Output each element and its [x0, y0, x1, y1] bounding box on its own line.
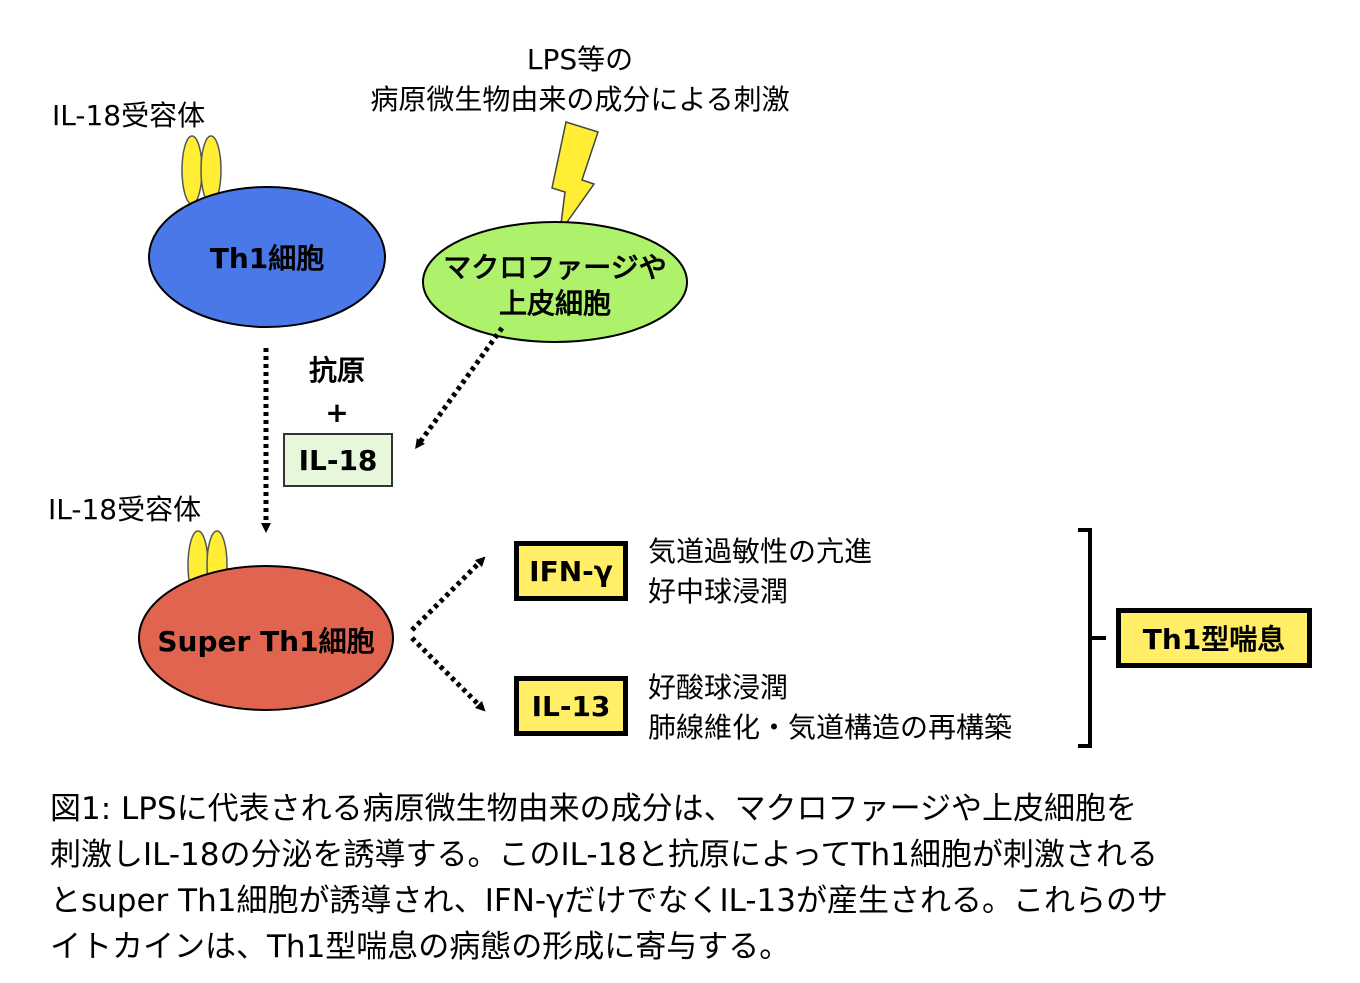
macrophage-line1: マクロファージや	[443, 251, 667, 284]
stimulus-line1: LPS等の	[526, 43, 634, 76]
stimulus-label: LPS等の 病原微生物由来の成分による刺激	[340, 38, 820, 118]
arrow-super-to-ifn	[410, 556, 486, 632]
caption-line3: とsuper Th1細胞が誘導され、IFN-γだけでなくIL-13が産生される。…	[50, 883, 1168, 919]
arrow-macrophage-to-il18	[415, 326, 505, 450]
ifn-effect1: 気道過敏性の亢進	[648, 535, 873, 568]
il13-effects: 好酸球浸潤 肺線維化・気道構造の再構築	[648, 668, 1012, 748]
ifn-effects: 気道過敏性の亢進 好中球浸潤	[648, 532, 872, 612]
caption-line4: イトカインは、Th1型喘息の病態の形成に寄与する。	[50, 929, 791, 965]
caption-line1: 図1: LPSに代表される病原微生物由来の成分は、マクロファージや上皮細胞を	[50, 791, 1138, 827]
receptor-bottom-label: IL-18受容体	[48, 493, 202, 526]
stimulus-line2: 病原微生物由来の成分による刺激	[370, 83, 790, 116]
antigen-label: 抗原 +	[300, 350, 374, 434]
macrophage-label: マクロファージや 上皮細胞	[430, 250, 680, 322]
ifn-gamma-box: IFN-γ	[514, 541, 628, 601]
il13-box: IL-13	[514, 676, 628, 736]
th1-asthma-box: Th1型喘息	[1116, 608, 1312, 668]
caption-line2: 刺激しIL-18の分泌を誘導する。このIL-18と抗原によってTh1細胞が刺激さ…	[50, 837, 1158, 873]
il18-receptor-top-icon	[181, 135, 222, 205]
il13-effect2: 肺線維化・気道構造の再構築	[648, 711, 1013, 744]
receptor-top-label: IL-18受容体	[52, 99, 206, 132]
th1-cell-label: Th1細胞	[209, 242, 325, 275]
macrophage-line2: 上皮細胞	[498, 287, 611, 320]
il18-box: IL-18	[283, 433, 393, 487]
il13-effect1: 好酸球浸潤	[648, 671, 789, 704]
arrow-super-to-il13	[410, 636, 486, 712]
super-th1-label: Super Th1細胞	[157, 625, 375, 658]
ifn-effect2: 好中球浸潤	[648, 575, 789, 608]
figure-caption: 図1: LPSに代表される病原微生物由来の成分は、マクロファージや上皮細胞を 刺…	[50, 786, 1320, 970]
th1-cell	[148, 186, 386, 328]
effects-bracket	[1078, 528, 1106, 748]
lightning-bolt-icon	[551, 121, 599, 233]
antigen-line1: 抗原	[308, 354, 365, 387]
super-th1-cell	[138, 565, 394, 711]
antigen-plus: +	[325, 396, 349, 429]
macrophage-cell	[422, 221, 688, 343]
